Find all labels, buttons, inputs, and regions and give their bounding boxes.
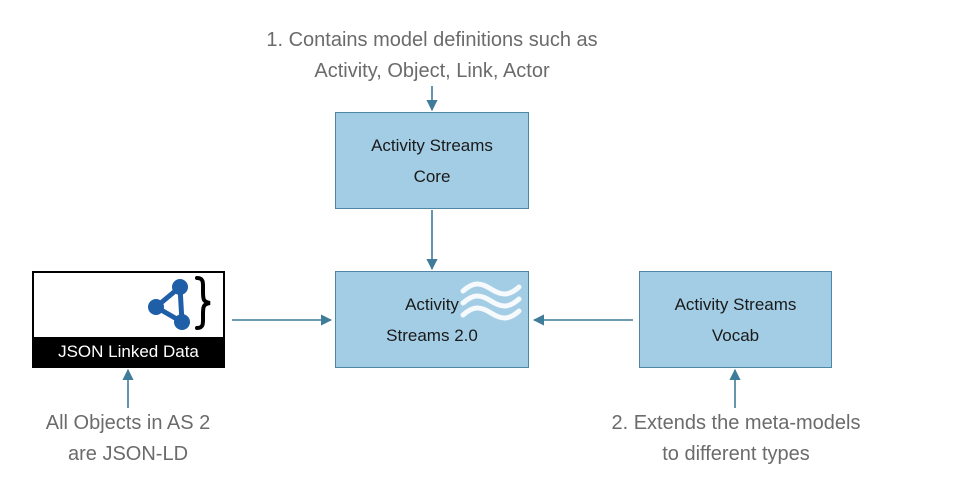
note-line: Activity, Object, Link, Actor [314, 60, 550, 82]
box-label-line: Core [413, 166, 451, 186]
note-line: All Objects in AS 2 [45, 412, 211, 434]
box-label: Activity Streams Vocab [675, 289, 797, 351]
note-line: are JSON-LD [67, 443, 189, 465]
box-label-line: Activity Streams [674, 294, 797, 314]
box-label: Activity Streams 2.0 [386, 289, 478, 351]
box-label-line: Streams 2.0 [386, 325, 478, 345]
box-activity-streams-core: Activity Streams Core [335, 112, 529, 209]
note-json-ld: All Objects in AS 2 are JSON-LD [8, 408, 248, 470]
json-ld-logo-icon [148, 276, 211, 330]
note-line: 2. Extends the meta-models [611, 412, 861, 434]
box-label-line: Vocab [711, 325, 760, 345]
note-line: 1. Contains model definitions such as [266, 29, 598, 51]
box-activity-streams-vocab: Activity Streams Vocab [639, 271, 832, 368]
box-label-line: Activity Streams [371, 135, 493, 155]
box-label: Activity Streams Core [371, 130, 493, 192]
note-line: to different types [662, 443, 810, 465]
box-label-line: Activity [405, 294, 459, 314]
json-ld-label: JSON Linked Data [34, 337, 223, 366]
activity-streams-waves-icon [460, 281, 522, 321]
json-ld-logo-block: JSON Linked Data [32, 271, 225, 368]
note-core-definitions: 1. Contains model definitions such as Ac… [232, 25, 632, 87]
box-activity-streams-2: Activity Streams 2.0 [335, 271, 529, 368]
note-vocab-extends: 2. Extends the meta-models to different … [586, 408, 886, 470]
